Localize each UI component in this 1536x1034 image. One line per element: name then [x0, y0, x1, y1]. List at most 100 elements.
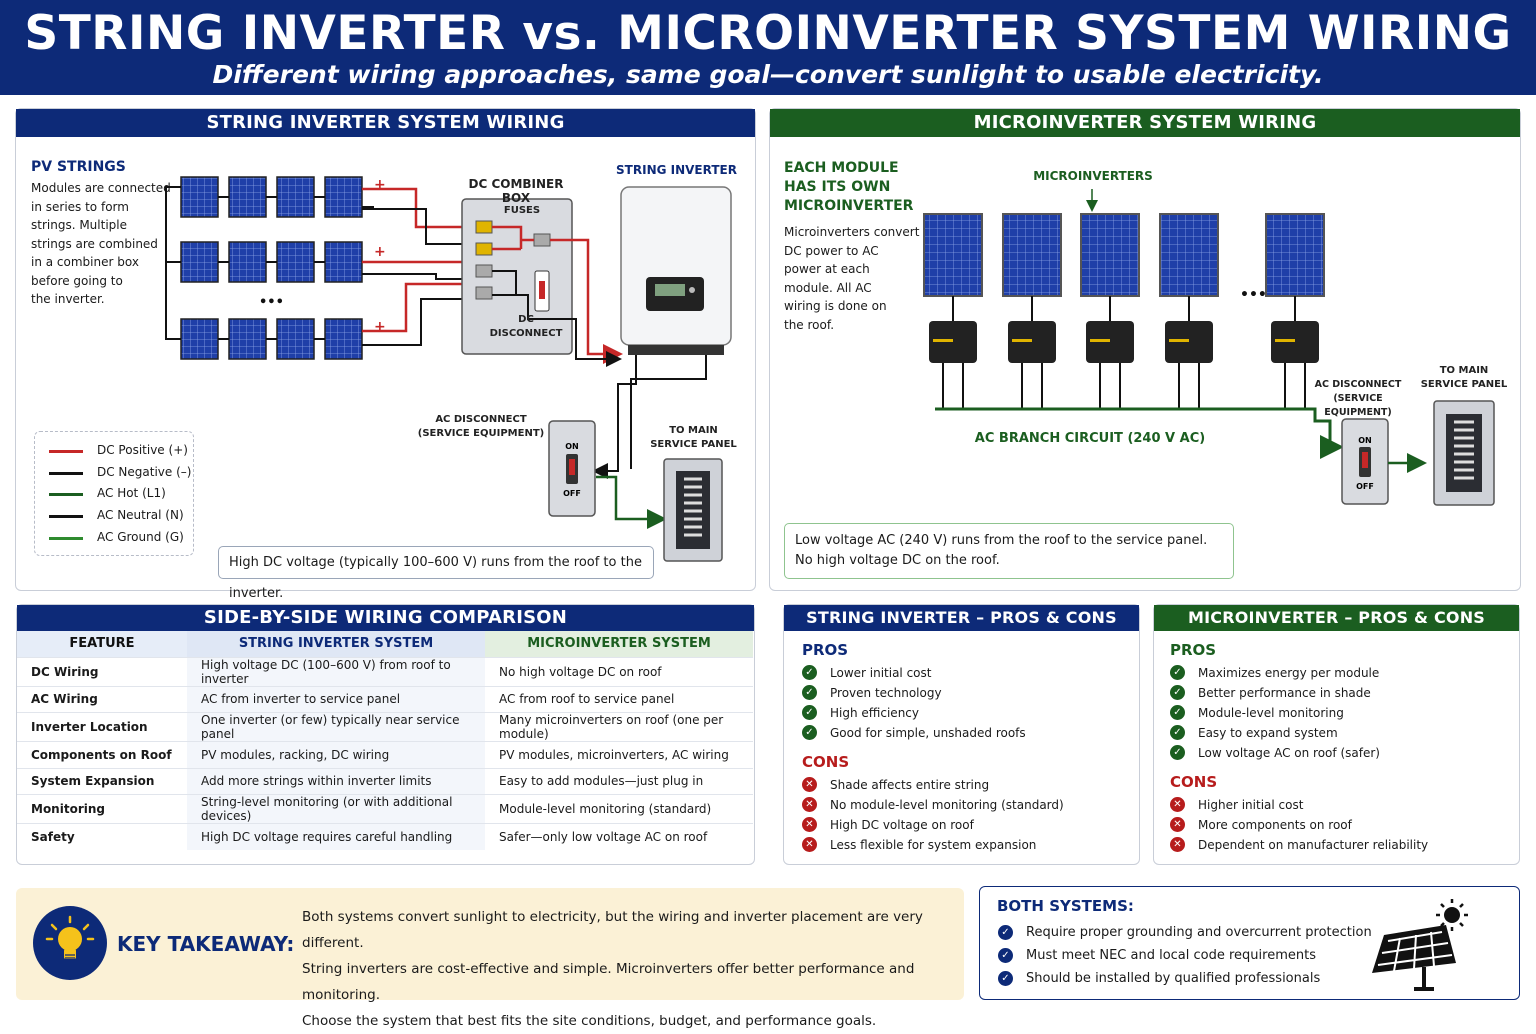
x-icon: ✕ [1170, 817, 1185, 832]
micro-ellipsis: ••• [1240, 287, 1267, 303]
string-pros-cons-panel: STRING INVERTER – PROS & CONS PROS ✓Lowe… [783, 604, 1140, 865]
x-icon: ✕ [802, 817, 817, 832]
solar-panel-icon [1265, 213, 1325, 297]
col-header-string: STRING INVERTER SYSTEM [187, 631, 485, 657]
svg-text:ON: ON [565, 442, 579, 451]
page-title: STRING INVERTER vs. MICROINVERTER SYSTEM… [24, 6, 1512, 61]
x-icon: ✕ [802, 837, 817, 852]
combiner-box-label: DC COMBINER BOX [468, 177, 564, 205]
string-wiring-diagram: + + + ••• [165, 176, 732, 562]
ac-disconnect-switch-icon: ON OFF [548, 420, 596, 517]
x-icon: ✕ [802, 797, 817, 812]
svg-text:OFF: OFF [563, 489, 581, 498]
pv-strings-text: Modules are connected in series to form … [31, 181, 171, 306]
header-banner: STRING INVERTER vs. MICROINVERTER SYSTEM… [0, 0, 1536, 95]
micro-ac-voltage-note: Low voltage AC (240 V) runs from the roo… [784, 523, 1234, 579]
string-cons-heading: CONS [802, 753, 850, 771]
page-subtitle: Different wiring approaches, same goal—c… [212, 60, 1324, 89]
solar-panel-icon [276, 241, 315, 283]
svg-text:ON: ON [1358, 436, 1372, 445]
string-panel-title: STRING INVERTER SYSTEM WIRING [16, 109, 755, 137]
both-systems-box: BOTH SYSTEMS: ✓Require proper grounding … [979, 886, 1520, 1000]
key-takeaway-box: KEY TAKEAWAY: Both systems convert sunli… [16, 888, 964, 1029]
dc-combiner-box [461, 198, 573, 355]
solar-panel-icon [180, 176, 219, 218]
service-panel-label: TO MAIN SERVICE PANEL [650, 425, 737, 450]
check-icon: ✓ [802, 705, 817, 720]
solar-panel-icon [324, 318, 363, 360]
comparison-table: FEATURE STRING INVERTER SYSTEM MICROINVE… [17, 631, 753, 850]
micro-module-2 [1002, 213, 1062, 409]
x-icon: ✕ [1170, 837, 1185, 852]
check-icon: ✓ [1170, 745, 1185, 760]
svg-text:+: + [374, 244, 386, 260]
x-icon: ✕ [802, 777, 817, 792]
pv-string-row-1 [180, 176, 466, 229]
micro-pros-heading: PROS [1170, 641, 1217, 659]
check-icon: ✓ [1170, 685, 1185, 700]
key-takeaway-label: KEY TAKEAWAY: [117, 932, 295, 956]
check-icon: ✓ [998, 948, 1013, 963]
solar-panel-icon [1159, 213, 1219, 297]
micro-module-4 [1159, 213, 1219, 409]
micro-module-1 [923, 213, 983, 409]
micro-service-panel-label: TO MAIN SERVICE PANEL [1420, 365, 1508, 390]
micro-module-3 [1080, 213, 1140, 409]
x-icon: ✕ [1170, 797, 1185, 812]
string-pros-heading: PROS [802, 641, 849, 659]
solar-panel-icon [276, 318, 315, 360]
string-inverter-unit [620, 186, 732, 355]
solar-panel-icon [923, 213, 983, 297]
col-header-micro: MICROINVERTER SYSTEM [485, 631, 753, 657]
micro-heading: EACH MODULE HAS ITS OWN MICROINVERTER [784, 160, 914, 214]
micro-pros-cons-panel: MICROINVERTER – PROS & CONS PROS ✓Maximi… [1153, 604, 1520, 865]
micro-service-panel-icon [1433, 400, 1495, 506]
micro-cons-heading: CONS [1170, 773, 1218, 791]
micro-ac-disconnect-icon: ON OFF [1341, 418, 1389, 505]
micro-pros-cons-title: MICROINVERTER – PROS & CONS [1154, 605, 1519, 631]
col-header-feature: FEATURE [17, 631, 187, 657]
svg-text:+: + [374, 177, 386, 193]
ac-disconnect-label: AC DISCONNECT (SERVICE EQUIPMENT) [417, 414, 545, 439]
pv-string-row-2 [180, 241, 466, 283]
solar-panel-icon [276, 176, 315, 218]
solar-panel-icon [228, 176, 267, 218]
dc-disconnect-label: DC DISCONNECT [489, 314, 563, 339]
svg-text:OFF: OFF [1356, 482, 1374, 491]
check-icon: ✓ [1170, 705, 1185, 720]
solar-panel-icon [324, 176, 363, 218]
microinverter-panel: MICROINVERTER SYSTEM WIRING EACH MODULE … [769, 108, 1521, 591]
string-pros-cons-title: STRING INVERTER – PROS & CONS [784, 605, 1139, 631]
check-icon: ✓ [802, 725, 817, 740]
solar-panel-sun-icon [1372, 899, 1468, 991]
string-ellipsis: ••• [259, 295, 284, 310]
solar-panel-icon [180, 241, 219, 283]
check-icon: ✓ [1170, 725, 1185, 740]
both-systems-title: BOTH SYSTEMS: [997, 897, 1134, 915]
check-icon: ✓ [802, 665, 817, 680]
check-icon: ✓ [998, 971, 1013, 986]
solar-panel-icon [228, 318, 267, 360]
check-icon: ✓ [1170, 665, 1185, 680]
fuses-label: FUSES [503, 205, 541, 216]
solar-panel-icon [1002, 213, 1062, 297]
pv-string-row-3 [180, 282, 466, 360]
solar-panel-icon [1080, 213, 1140, 297]
check-icon: ✓ [802, 685, 817, 700]
pv-strings-heading: PV STRINGS [31, 159, 126, 175]
micro-ac-disconnect-label: AC DISCONNECT (SERVICE EQUIPMENT) [1314, 379, 1402, 418]
comparison-title: SIDE-BY-SIDE WIRING COMPARISON [17, 605, 754, 631]
solar-panel-icon [228, 241, 267, 283]
solar-panel-icon [324, 241, 363, 283]
check-icon: ✓ [998, 925, 1013, 940]
microinverters-label: MICROINVERTERS [1033, 169, 1153, 183]
string-dc-voltage-note: High DC voltage (typically 100–600 V) ru… [218, 546, 654, 601]
svg-text:+: + [374, 319, 386, 335]
